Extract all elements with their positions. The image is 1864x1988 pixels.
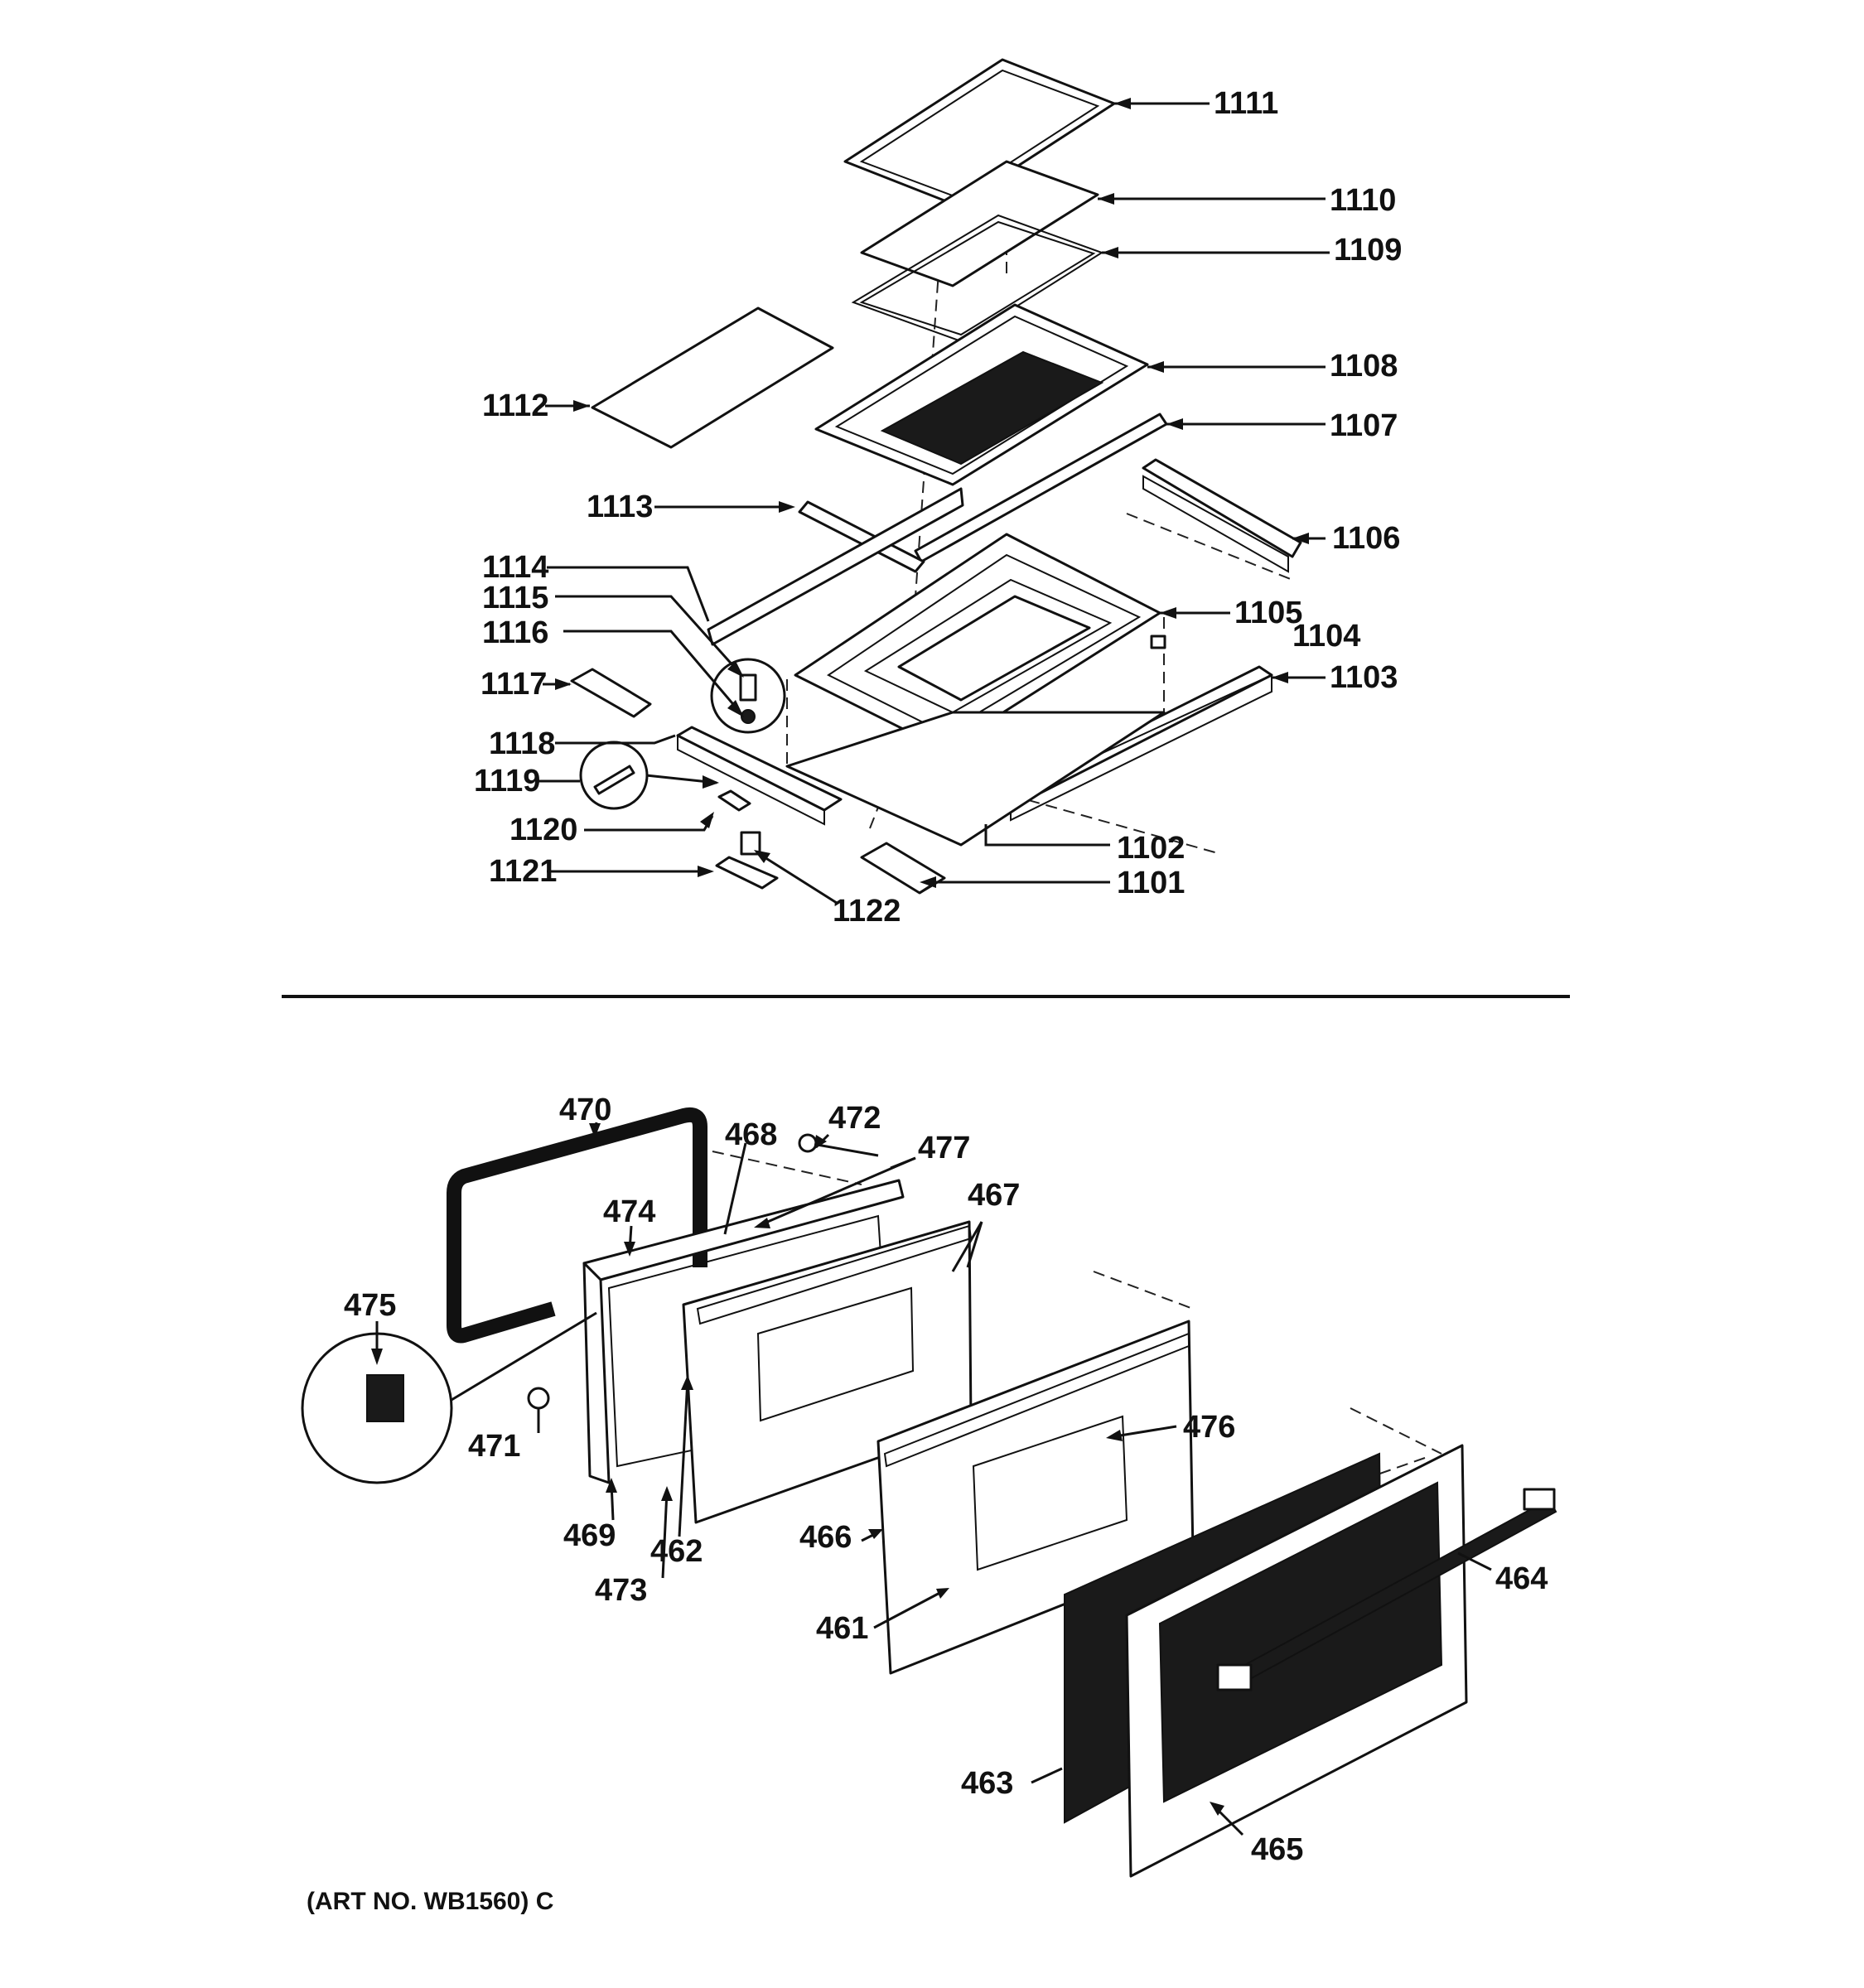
part-1115-1116-detail — [710, 658, 786, 734]
part-1119-detail — [579, 741, 649, 810]
callout-469: 469 — [563, 1518, 616, 1553]
art-number-caption: (ART NO. WB1560) C — [307, 1888, 553, 1915]
part-1104-pin — [1150, 635, 1166, 649]
part-475-detail — [301, 1311, 597, 1484]
callout-1120: 1120 — [509, 813, 577, 847]
callout-1113: 1113 — [587, 490, 653, 524]
callout-465: 465 — [1251, 1832, 1303, 1867]
part-1102-panel — [785, 711, 1166, 847]
part-472-screw — [798, 1133, 879, 1157]
part-1118-hinge-rail — [676, 726, 843, 826]
upper-assembly — [570, 58, 1302, 895]
part-1121-block — [715, 856, 779, 890]
part-1110-glass — [860, 160, 1099, 287]
leader-lines — [371, 98, 1492, 1836]
callout-1112: 1112 — [482, 388, 548, 423]
callout-461: 461 — [816, 1611, 868, 1646]
part-464-handle — [1216, 1488, 1557, 1691]
callout-476: 476 — [1183, 1410, 1235, 1445]
part-1117-bracket — [570, 668, 652, 718]
callout-1118: 1118 — [489, 726, 555, 761]
part-1112-glass-panel — [591, 306, 834, 449]
callout-1109: 1109 — [1334, 233, 1402, 268]
callout-477: 477 — [918, 1131, 970, 1165]
part-1106-bracket — [1142, 458, 1302, 573]
callout-1106: 1106 — [1332, 521, 1400, 556]
part-1108-window-frame — [814, 303, 1149, 486]
part-1101-bracket — [860, 842, 946, 895]
callout-labels-lower: 470 468 472 477 474 467 475 476 471 469 … — [344, 1093, 1548, 1867]
callout-475: 475 — [344, 1288, 396, 1323]
callout-1119: 1119 — [474, 764, 540, 799]
callout-1115: 1115 — [482, 581, 548, 615]
callout-1107: 1107 — [1330, 408, 1398, 443]
callout-1121: 1121 — [489, 854, 557, 889]
callout-1110: 1110 — [1330, 183, 1396, 218]
callout-1122: 1122 — [833, 894, 901, 929]
callout-473: 473 — [595, 1573, 647, 1608]
callout-468: 468 — [725, 1117, 777, 1152]
callout-1102: 1102 — [1117, 831, 1185, 866]
callout-labels-upper: 1111 1110 1109 1108 1107 1106 1105 1104 … — [474, 86, 1402, 929]
callout-470: 470 — [559, 1093, 611, 1127]
part-469-inner-door — [582, 1179, 905, 1484]
callout-471: 471 — [468, 1429, 520, 1464]
callout-1108: 1108 — [1330, 349, 1398, 384]
callout-1111: 1111 — [1214, 86, 1278, 121]
callout-467: 467 — [968, 1178, 1020, 1213]
callout-1101: 1101 — [1117, 866, 1185, 900]
callout-1117: 1117 — [480, 667, 547, 702]
callout-474: 474 — [603, 1194, 655, 1229]
callout-462: 462 — [650, 1534, 703, 1569]
callout-1114: 1114 — [482, 550, 548, 585]
callout-463: 463 — [961, 1766, 1013, 1801]
callout-464: 464 — [1495, 1561, 1548, 1596]
part-470-door-gasket — [447, 1107, 707, 1344]
lower-assembly — [301, 1107, 1557, 1878]
part-1120-switch — [717, 789, 751, 812]
part-1122-switch — [740, 831, 761, 856]
callout-466: 466 — [799, 1520, 852, 1555]
callout-1104: 1104 — [1292, 619, 1360, 654]
callout-1103: 1103 — [1330, 660, 1398, 695]
callout-1105: 1105 — [1234, 596, 1302, 630]
part-471-screw — [527, 1387, 550, 1410]
callout-472: 472 — [828, 1101, 881, 1136]
callout-1116: 1116 — [482, 615, 548, 650]
